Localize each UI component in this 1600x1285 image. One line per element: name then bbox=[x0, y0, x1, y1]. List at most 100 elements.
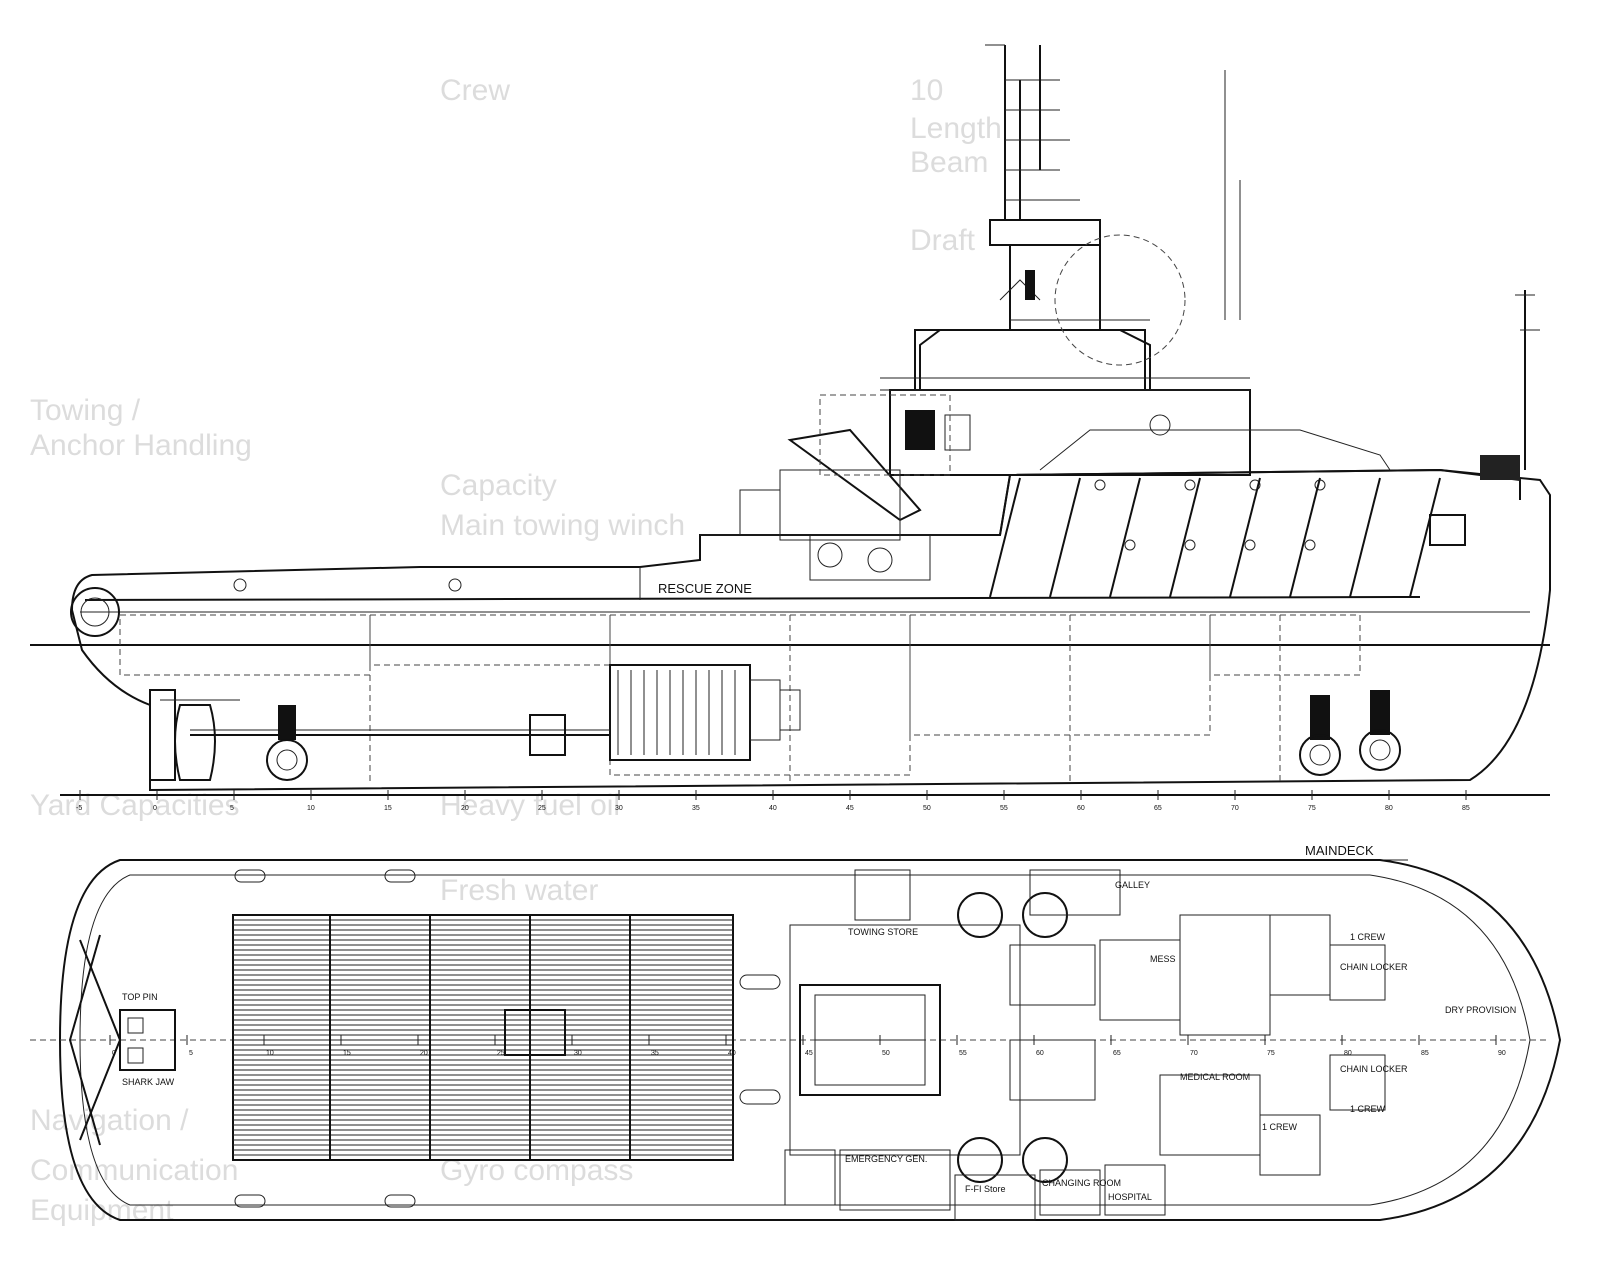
plan-frame-number: 50 bbox=[882, 1050, 890, 1057]
crew-cabin-label: 1 CREW bbox=[1262, 1122, 1298, 1132]
gearbox bbox=[529, 714, 566, 756]
changing-room-label: CHANGING ROOM bbox=[1042, 1178, 1121, 1188]
towing-store-label: TOWING STORE bbox=[848, 927, 918, 937]
plan-frame-number: 70 bbox=[1190, 1050, 1198, 1057]
bow-thruster-1 bbox=[1299, 695, 1341, 776]
frame-number: 85 bbox=[1462, 805, 1470, 812]
towing-store bbox=[854, 869, 911, 921]
frame-brace bbox=[989, 477, 1021, 598]
frame-number: 35 bbox=[692, 805, 700, 812]
deck-fitting bbox=[448, 578, 462, 592]
forward-mast bbox=[1515, 290, 1540, 470]
rescue-zone-label: RESCUE ZONE bbox=[658, 581, 752, 596]
frame-number: 80 bbox=[1385, 805, 1393, 812]
porthole bbox=[1249, 479, 1261, 491]
plan-frame-number: 35 bbox=[651, 1050, 659, 1057]
propeller bbox=[174, 704, 216, 781]
plan-frame-number: 85 bbox=[1421, 1050, 1429, 1057]
ghost-text: Length bbox=[910, 112, 1002, 145]
bow-grating bbox=[1480, 455, 1520, 480]
ghost-text: Yard Capacities bbox=[30, 789, 240, 822]
superstructure bbox=[880, 219, 1391, 476]
frame-number: 65 bbox=[1154, 805, 1162, 812]
top-pin-label: TOP PIN bbox=[122, 992, 158, 1002]
plan-frame-number: 20 bbox=[420, 1050, 428, 1057]
ghost-text: Gyro compass bbox=[440, 1154, 633, 1187]
ff-store-label: F-FI Store bbox=[965, 1184, 1006, 1194]
main-deck-line bbox=[84, 596, 1421, 601]
frame-brace bbox=[1229, 477, 1261, 598]
frame-number: -5 bbox=[76, 805, 82, 812]
frame-brace bbox=[1349, 477, 1381, 598]
hospital-label: HOSPITAL bbox=[1108, 1192, 1152, 1202]
crane-winch-area bbox=[700, 394, 960, 581]
profile-view: RESCUE ZONE -505101520253035404550556065… bbox=[30, 44, 1551, 812]
plan-frame-number: 15 bbox=[343, 1050, 351, 1057]
plan-frame-number: 30 bbox=[574, 1050, 582, 1057]
ghost-text: Capacity bbox=[440, 469, 557, 502]
rudder bbox=[149, 689, 176, 781]
frame-number: 10 bbox=[307, 805, 315, 812]
frame-number: 55 bbox=[1000, 805, 1008, 812]
frame-number: 5 bbox=[230, 805, 234, 812]
plan-frame-number: 60 bbox=[1036, 1050, 1044, 1057]
plan-bollards bbox=[234, 869, 781, 1208]
ghost-text: Crew bbox=[440, 74, 510, 107]
porthole bbox=[1094, 479, 1106, 491]
frame-brace bbox=[1049, 477, 1081, 598]
frame-number: 15 bbox=[384, 805, 392, 812]
plan-frame-number: 75 bbox=[1267, 1050, 1275, 1057]
plan-frame-number: 5 bbox=[189, 1050, 193, 1057]
ghost-text: Main towing winch bbox=[440, 509, 685, 542]
porthole bbox=[1304, 539, 1316, 551]
plan-frame-number: 90 bbox=[1498, 1050, 1506, 1057]
azimuth-thruster-aft bbox=[266, 705, 308, 781]
ghost-text: Towing / bbox=[30, 394, 141, 427]
frame-number: 75 bbox=[1308, 805, 1316, 812]
plan-frame-number: 45 bbox=[805, 1050, 813, 1057]
chain-locker-label-1: CHAIN LOCKER bbox=[1340, 962, 1408, 972]
plan-frame-number: 40 bbox=[728, 1050, 736, 1057]
ghost-text: Beam bbox=[910, 146, 988, 179]
medical-room-label: MEDICAL ROOM bbox=[1180, 1072, 1250, 1082]
mess-label: MESS bbox=[1150, 954, 1176, 964]
anchor-pocket bbox=[1429, 514, 1466, 546]
ghost-text: Navigation / bbox=[30, 1104, 189, 1137]
ghost-text: Fresh water bbox=[440, 874, 598, 907]
plan-frame-number: 0 bbox=[112, 1050, 116, 1057]
frame-number: 20 bbox=[461, 805, 469, 812]
plan-view: MAINDECK TOP PIN SHARK JAW bbox=[30, 843, 1562, 1221]
shark-jaw-label: SHARK JAW bbox=[122, 1077, 175, 1087]
plan-frame-number: 10 bbox=[266, 1050, 274, 1057]
plan-inner-outline bbox=[79, 874, 1531, 1206]
main-mast bbox=[985, 44, 1241, 320]
galley-label: GALLEY bbox=[1115, 880, 1150, 890]
stern-roller bbox=[70, 587, 120, 637]
plan-frame-number: 80 bbox=[1344, 1050, 1352, 1057]
frame-number: 25 bbox=[538, 805, 546, 812]
ghost-text: Anchor Handling bbox=[30, 429, 252, 462]
frame-number: 40 bbox=[769, 805, 777, 812]
stern-plan: TOP PIN SHARK JAW bbox=[68, 934, 176, 1146]
main-engine bbox=[609, 664, 801, 761]
porthole bbox=[1244, 539, 1256, 551]
frame-number: 50 bbox=[923, 805, 931, 812]
frame-number: 60 bbox=[1077, 805, 1085, 812]
frame-brace bbox=[1409, 477, 1441, 598]
crew-cabin-label: 1 CREW bbox=[1350, 1104, 1386, 1114]
emergency-gen-label: EMERGENCY GEN. bbox=[845, 1154, 927, 1164]
ghost-text: 10 bbox=[910, 74, 943, 107]
ghost-spec-text: Crew 10 Length Beam Draft Towing / Ancho… bbox=[30, 74, 1002, 1227]
ghost-text: Communication bbox=[30, 1154, 238, 1187]
deck-fitting bbox=[233, 578, 247, 592]
plan-frame-number: 25 bbox=[497, 1050, 505, 1057]
ghost-text: Draft bbox=[910, 224, 976, 257]
maindeck-title: MAINDECK bbox=[1305, 843, 1374, 858]
porthole bbox=[1124, 539, 1136, 551]
dry-provision-label: DRY PROVISION bbox=[1445, 1005, 1516, 1015]
room-block bbox=[784, 869, 1386, 1221]
